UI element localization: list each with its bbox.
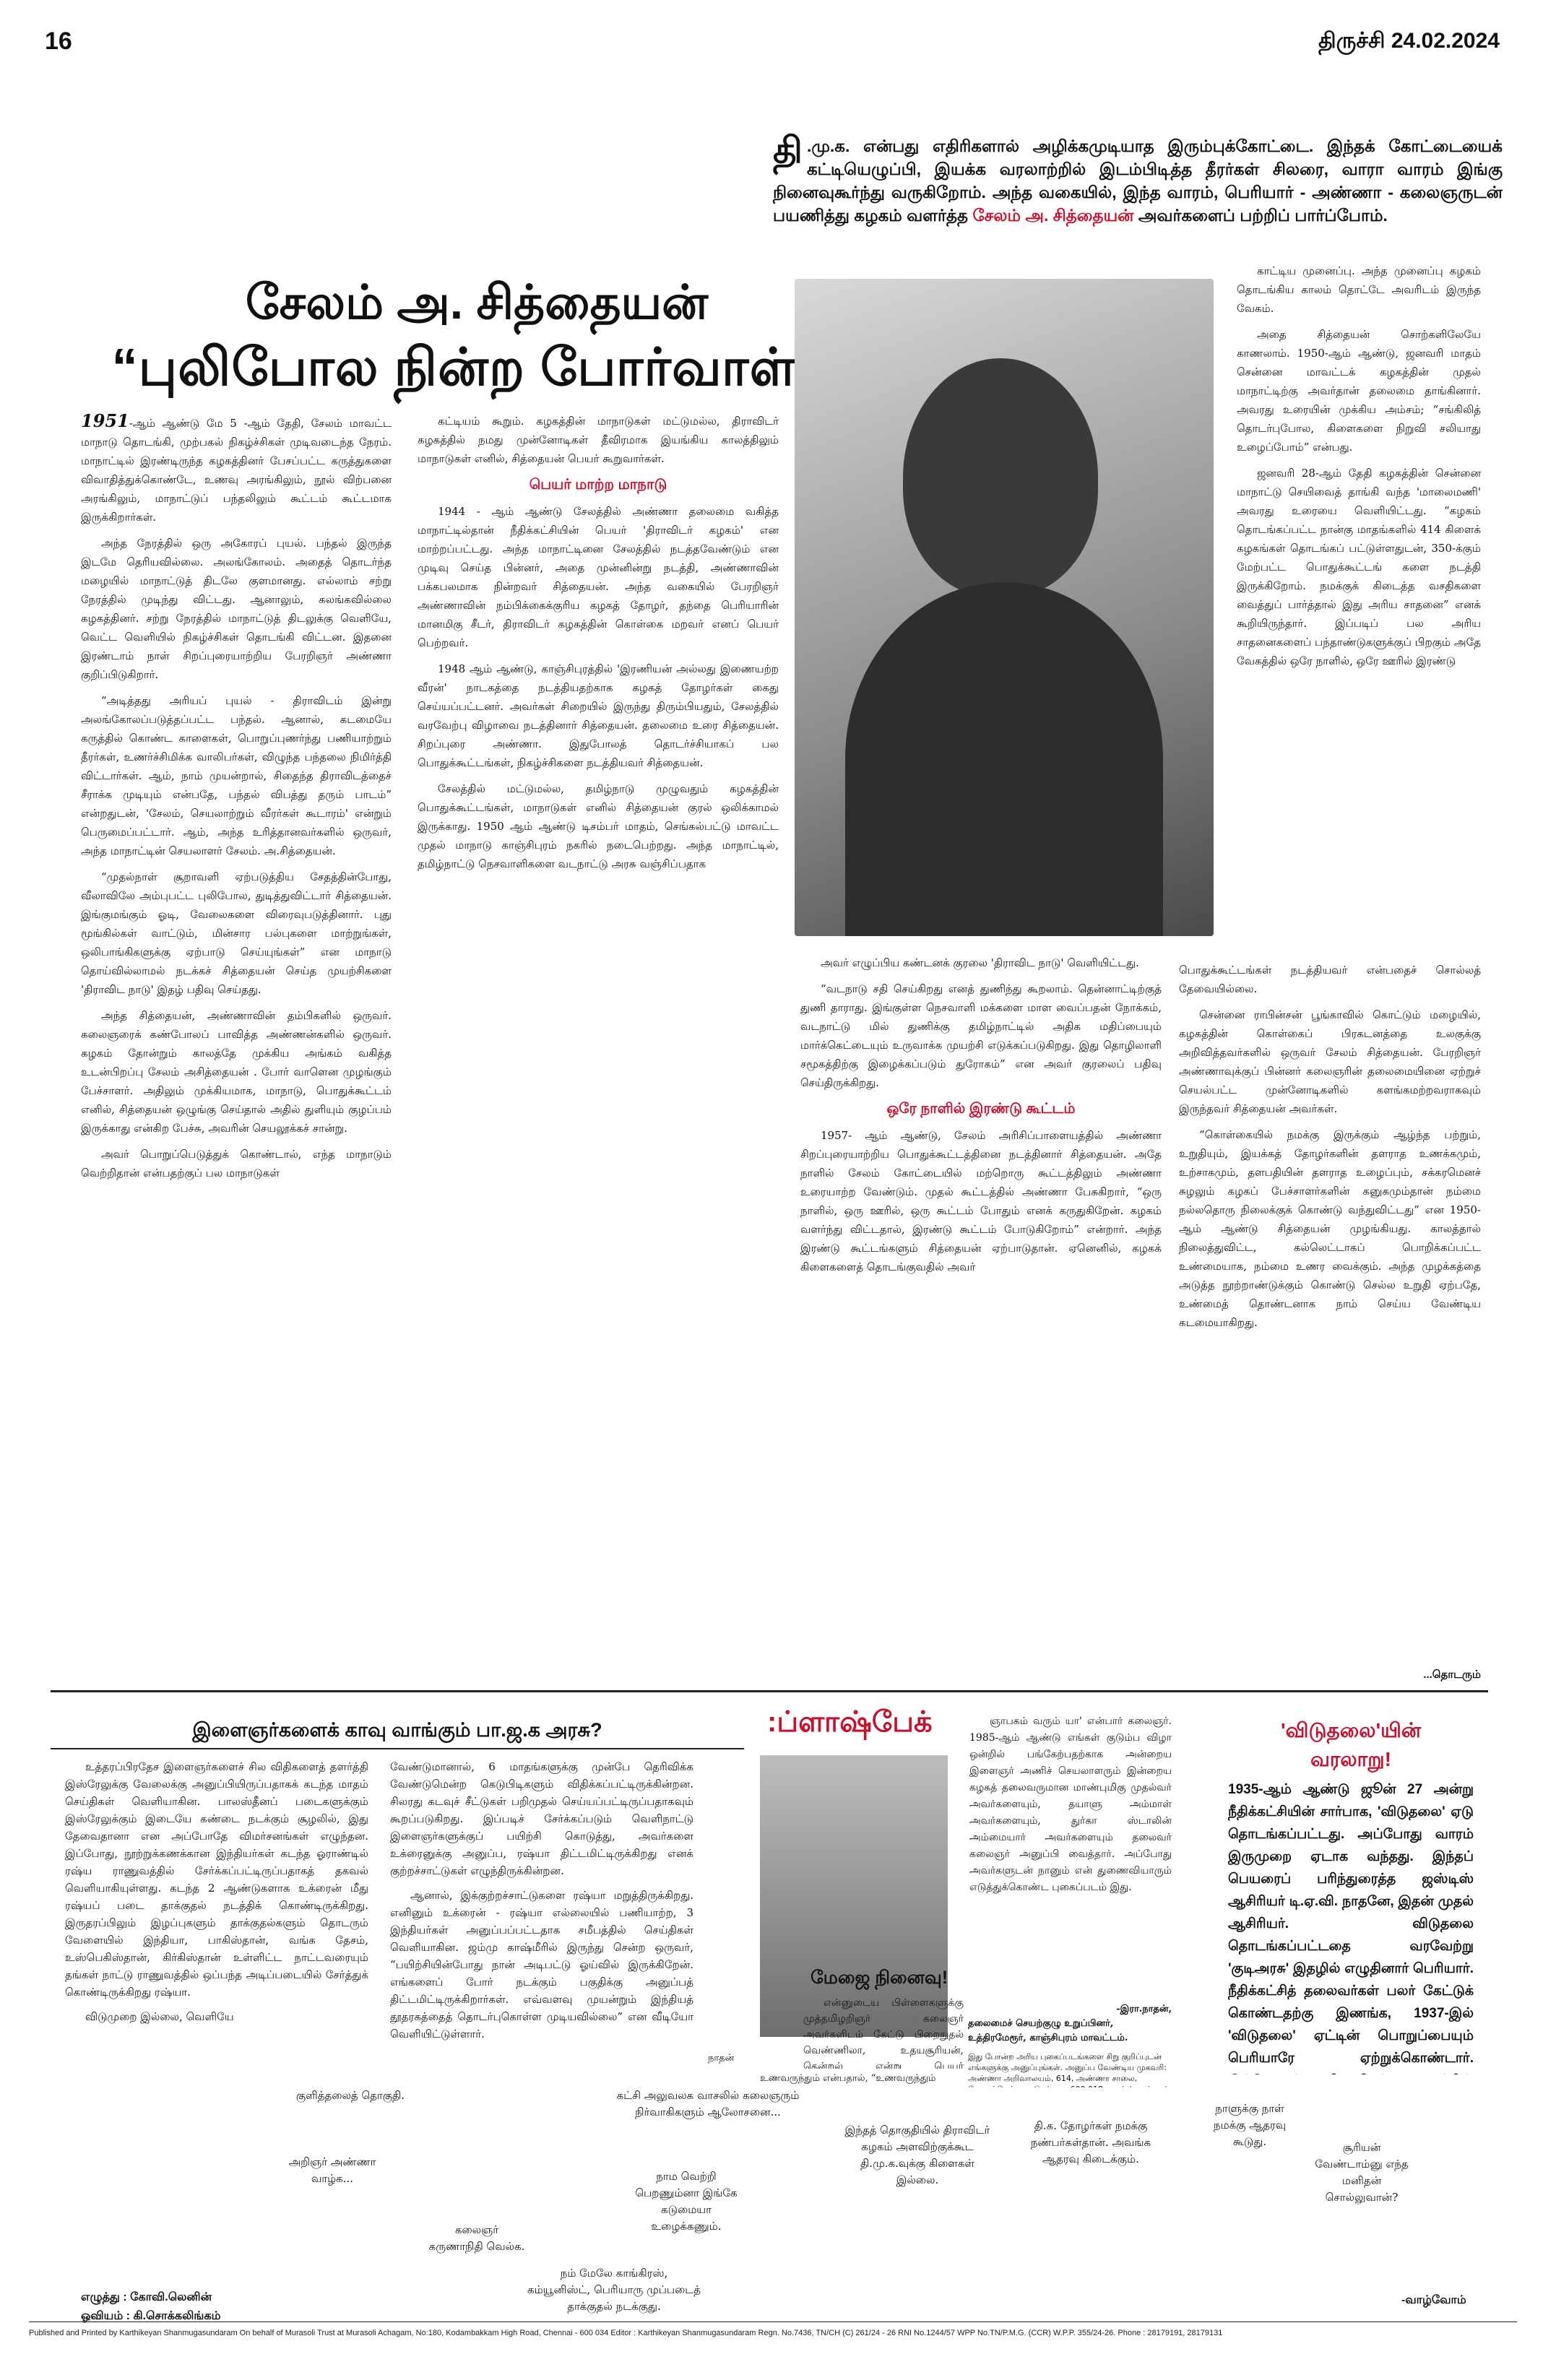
article-paragraph: சென்னை ராபின்சன் பூங்காவில் கொட்டும் மழை…: [1179, 1008, 1481, 1115]
footer-imprint: Published and Printed by Karthikeyan Sha…: [29, 2329, 1223, 2337]
article-paragraph: 1948 ஆம் ஆண்டு, காஞ்சிபுரத்தில் 'இரணியன்…: [418, 662, 779, 769]
article-subtitle: “புலிபோல நின்ற போர்வாள்!”: [111, 339, 842, 397]
viduthalai-title-1: 'விடுதலை'யின்: [1280, 1719, 1422, 1741]
article-paragraph: காட்டிய முனைப்பு. அந்த முனைப்பு கழகம் தொ…: [1237, 264, 1481, 315]
memory-title: மேஜை நினைவு!: [811, 1968, 948, 1988]
article-paragraph: “முதல்நாள் சூறாவளி ஏற்படுத்திய சேதத்தின்…: [81, 870, 392, 996]
article-subheading: பெயர் மாற்ற மாநாடு: [529, 477, 667, 493]
cartoon-bubble: அறிஞர் அண்ணா வாழ்க...: [288, 2155, 376, 2185]
cartoon-strip: குளித்தலைத் தொகுதி. அறிஞர் அண்ணா வாழ்க..…: [51, 2087, 1488, 2319]
youth-rule: [51, 1748, 744, 1749]
page-number: 16: [45, 27, 72, 55]
flashback-photo: [760, 1755, 948, 2037]
flashback-right-text: ஞாபகம் வரும் யா' என்பார் கலைஞர். 1985-ஆம…: [969, 1713, 1172, 2002]
article-column-4: காட்டிய முனைப்பு. அந்த முனைப்பு கழகம் தொ…: [1237, 261, 1481, 962]
cartoon-bubble: கலைஞர் கருணாநிதி வெல்க.: [428, 2223, 525, 2253]
intro-text-end: அவர்களைப் பற்றிப் பார்ப்போம்.: [1133, 206, 1388, 225]
cartoon-bubble: கட்சி அலுவலக வாசலில் கலைஞரும் நிர்வாகிகள…: [616, 2089, 800, 2119]
continued-label: ...தொடரும்: [1423, 1669, 1481, 1681]
portrait-photo: [795, 279, 1214, 936]
article-paragraph: “வடநாடு சதி செய்கிறது எனத் துணிந்து கூறல…: [800, 982, 1162, 1089]
cartoon-bubble: நம் மேலே காங்கிரஸ், கம்யூனிஸ்ட், பெரியார…: [527, 2267, 701, 2313]
article-paragraph: அந்த சித்தையன், அண்ணாவின் தம்பிகளில் ஒரு…: [81, 1009, 392, 1135]
cartoon-bubble: தி.க. தோழர்கள் நமக்கு நண்பர்கள்தான். அவங…: [1030, 2119, 1151, 2165]
flashback-signature-role: தலைமைச் செயற்குழு உறுப்பினர், உத்திரமேரூ…: [968, 2018, 1128, 2043]
portrait-silhouette: [903, 358, 1098, 597]
memory-text: என்னுடைய பிள்ளைகளுக்கு முத்தமிழறிஞர் கலை…: [803, 1995, 964, 2069]
article-paragraph: “அடித்தது அரியப் புயல் - திராவிடம் இன்று…: [81, 694, 392, 857]
viduthalai-body: 1935-ஆம் ஆண்டு ஜூன் 27 அன்று நீதிக்கட்சி…: [1228, 1782, 1474, 2074]
article-paragraph: ஜனவரி 28-ஆம் தேதி கழகத்தின் சென்னை மாநாட…: [1237, 467, 1481, 667]
article-subheading: ஒரே நாளில் இரண்டு கூட்டம்: [886, 1101, 1076, 1117]
article-paragraph: அவர் பொறுப்பெடுத்துக் கொண்டால், எந்த மாந…: [81, 1148, 392, 1180]
article-paragraph: 1944 - ஆம் ஆண்டு சேலத்தில் அண்ணா தலைமை வ…: [418, 505, 779, 649]
portrait-shoulders: [845, 582, 1163, 936]
article-paragraph: அதை சித்தையன் சொற்களிலேயே காணலாம். 1950-…: [1237, 328, 1481, 454]
viduthalai-title-2: வரலாறு!: [1310, 1748, 1391, 1770]
cartoon-credit-writer: எழுத்து : கோவி.லெனின்: [81, 2291, 212, 2303]
flashback-signature: -இரா.நாதன்,: [1116, 2004, 1172, 2015]
intro-highlight: சேலம் அ. சித்தையன்: [972, 206, 1134, 225]
article-paragraph: சேலத்தில் மட்டுமல்ல, தமிழ்நாடு முழுவதும்…: [418, 782, 779, 870]
article-lead-year: 1951: [81, 412, 129, 431]
article-paragraph: 1957- ஆம் ஆண்டு, சேலம் அரிசிப்பாளையத்தில…: [800, 1129, 1162, 1273]
article-paragraph: -ஆம் ஆண்டு மே 5 -ஆம் தேதி, சேலம் மாவட்ட …: [81, 417, 392, 524]
flashback-paragraph: ஞாபகம் வரும் யா' என்பார் கலைஞர். 1985-ஆம…: [969, 1715, 1172, 1893]
memory-paragraph: என்னுடைய பிள்ளைகளுக்கு முத்தமிழறிஞர் கலை…: [803, 1997, 964, 2069]
youth-column-1: உத்தரப்பிரதேச இளைஞர்களைச் சில விதிகளைத் …: [65, 1758, 368, 2083]
cartoon-bubble: சூரியன் வேண்டாம்னு எந்த மனிதன் சொல்லுவான…: [1315, 2141, 1409, 2204]
series-intro: தி.மு.க. என்பது எதிரிகளால் அழிக்கமுடியாத…: [773, 130, 1503, 227]
article-paragraph: கட்டியம் கூறும். கழகத்தின் மாநாடுகள் மட்…: [418, 415, 779, 465]
article-title: சேலம் அ. சித்தையன்: [245, 275, 709, 329]
cartoon-bubble: குளித்தலைத் தொகுதி.: [295, 2089, 405, 2102]
article-paragraph: “கொள்கையில் நமக்கு இருக்கும் ஆழ்ந்த பற்ற…: [1179, 1128, 1481, 1329]
youth-title: இளைஞர்களைக் காவு வாங்கும் பா.ஜ.க அரசு?: [192, 1719, 602, 1741]
article-column-5: பொதுக்கூட்டங்கள் நடத்தியவர் என்பதைச் சொல…: [1179, 961, 1481, 1611]
article-paragraph: அவர் எழுப்பிய கண்டனக் குரலை 'திராவிட நாட…: [821, 956, 1139, 969]
edition-date: திருச்சி 24.02.2024: [1318, 29, 1500, 53]
intro-dropcap: தி: [773, 130, 803, 170]
cartoon-credit-artist: ஓவியம் : கி.சொக்கலிங்கம்: [81, 2310, 221, 2322]
article-paragraph: பொதுக்கூட்டங்கள் நடத்தியவர் என்பதைச் சொல…: [1179, 964, 1481, 995]
article-column-3: அவர் எழுப்பிய கண்டனக் குரலை 'திராவிட நாட…: [800, 953, 1162, 1669]
flashback-title: :ப்ளாஷ்பேக்: [767, 1706, 933, 1738]
youth-paragraph: வேண்டுமானால், 6 மாதங்களுக்கு முன்பே தெரி…: [390, 1760, 693, 1877]
youth-paragraph: உத்தரப்பிரதேச இளைஞர்களைச் சில விதிகளைத் …: [65, 1760, 368, 1999]
footer-rule: [29, 2321, 1517, 2322]
article-column-2: கட்டியம் கூறும். கழகத்தின் மாநாடுகள் மட்…: [418, 412, 779, 1669]
youth-paragraph: விடுமுறை இல்லை, வெளியே: [85, 2010, 234, 2023]
article-paragraph: அந்த நேரத்தில் ஒரு அகோரப் புயல். பந்தல் …: [81, 537, 392, 681]
youth-paragraph: ஆனால், இக்குற்றச்சாட்டுகளை ரஷ்யா மறுத்தி…: [390, 1889, 693, 2041]
flashback-caption-name: நாதன்: [708, 2053, 735, 2064]
cartoon-bubble: இந்தத் தொகுதியில் திராவிடர் கழகம் அளவிற்…: [844, 2124, 990, 2186]
youth-column-2: வேண்டுமானால், 6 மாதங்களுக்கு முன்பே தெரி…: [390, 1758, 693, 2083]
intro-text: .மு.க. என்பது எதிரிகளால் அழிக்கமுடியாத இ…: [773, 137, 1503, 225]
article-column-1: 1951-ஆம் ஆண்டு மே 5 -ஆம் தேதி, சேலம் மாவ…: [81, 412, 392, 1669]
section-divider: [51, 1690, 1488, 1692]
cartoon-bubble: நாளுக்கு நாள் நமக்கு ஆதரவு கூடுது.: [1213, 2102, 1287, 2148]
cartoon-bubble: நாம வெற்றி பெறணும்னா இங்கே கடுமையா உழைக்…: [635, 2170, 738, 2233]
cartoon-continues: -வாழ்வோம்: [1401, 2294, 1466, 2306]
